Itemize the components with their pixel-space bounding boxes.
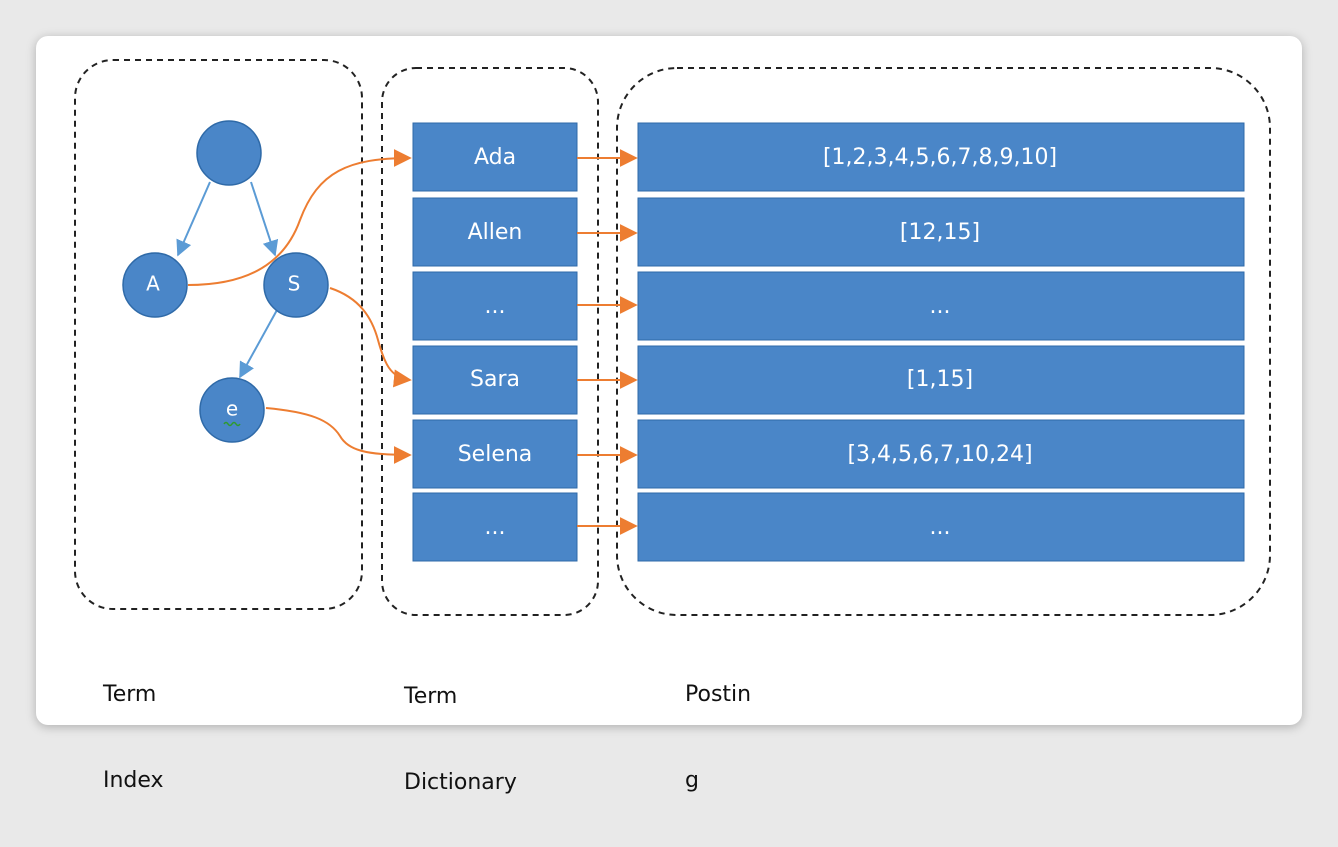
tree-node-e: e: [199, 377, 265, 443]
posting-list-ellipsis-2-label: ...: [930, 515, 951, 540]
dict-entry-selena: Selena: [412, 419, 578, 489]
posting-list-allen: [12,15]: [637, 197, 1245, 267]
posting-group-border: [616, 67, 1271, 616]
posting-list-selena-label: [3,4,5,6,7,10,24]: [847, 442, 1032, 467]
posting-list-ada-label: [1,2,3,4,5,6,7,8,9,10]: [823, 145, 1057, 170]
edge-root-to-a: [176, 181, 211, 257]
posting-list-ada: [1,2,3,4,5,6,7,8,9,10]: [637, 122, 1245, 192]
posting-list-ellipsis-1-label: ...: [930, 294, 951, 319]
link-a-to-ada: [187, 149, 412, 286]
edge-root-to-s: [250, 181, 279, 257]
dict-entry-sara-label: Sara: [470, 367, 520, 392]
inverted-index-diagram: A S e Ada Allen ... Sara S: [74, 59, 1271, 616]
tree-node-root: [196, 120, 262, 186]
dict-entry-ellipsis-1-label: ...: [485, 294, 506, 319]
page: A S e Ada Allen ... Sara S: [36, 36, 1302, 795]
term-index-caption: Term Index: [103, 630, 164, 845]
dict-entry-ada: Ada: [412, 122, 578, 192]
dict-entry-ada-label: Ada: [474, 145, 516, 170]
tree-node-a-label: A: [146, 272, 160, 296]
term-index-caption-line2: Index: [103, 768, 164, 793]
spellcheck-squiggle-icon: [223, 421, 241, 427]
dict-entry-ellipsis-1: ...: [412, 271, 578, 341]
dict-entry-ellipsis-2-label: ...: [485, 515, 506, 540]
posting-list-sara: [1,15]: [637, 345, 1245, 415]
posting-caption: Postin g: [685, 630, 751, 845]
link-e-to-selena: [265, 407, 412, 464]
dict-entry-ellipsis-2: ...: [412, 492, 578, 562]
tree-node-s-label: S: [288, 272, 301, 296]
posting-caption-line2: g: [685, 768, 699, 793]
term-dictionary-caption-line1: Term: [404, 684, 458, 709]
posting-list-ellipsis-1: ...: [637, 271, 1245, 341]
posting-caption-line1: Postin: [685, 682, 752, 707]
term-index-caption-line1: Term: [103, 682, 157, 707]
dict-entry-selena-label: Selena: [458, 442, 533, 467]
posting-list-allen-label: [12,15]: [900, 220, 980, 245]
posting-list-ellipsis-2: ...: [637, 492, 1245, 562]
posting-list-sara-label: [1,15]: [907, 367, 973, 392]
link-s-to-sara: [329, 287, 412, 388]
term-dictionary-caption: Term Dictionary: [404, 632, 517, 847]
term-dictionary-group-border: [381, 67, 599, 616]
posting-list-selena: [3,4,5,6,7,10,24]: [637, 419, 1245, 489]
tree-node-s: S: [263, 252, 329, 318]
tree-node-e-label: e: [226, 397, 238, 421]
term-dictionary-caption-line2: Dictionary: [404, 770, 517, 795]
dict-entry-allen: Allen: [412, 197, 578, 267]
edge-s-to-e: [239, 309, 278, 379]
term-index-group-border: [74, 59, 363, 610]
dict-entry-sara: Sara: [412, 345, 578, 415]
tree-node-a: A: [122, 252, 188, 318]
dict-entry-allen-label: Allen: [468, 220, 523, 245]
